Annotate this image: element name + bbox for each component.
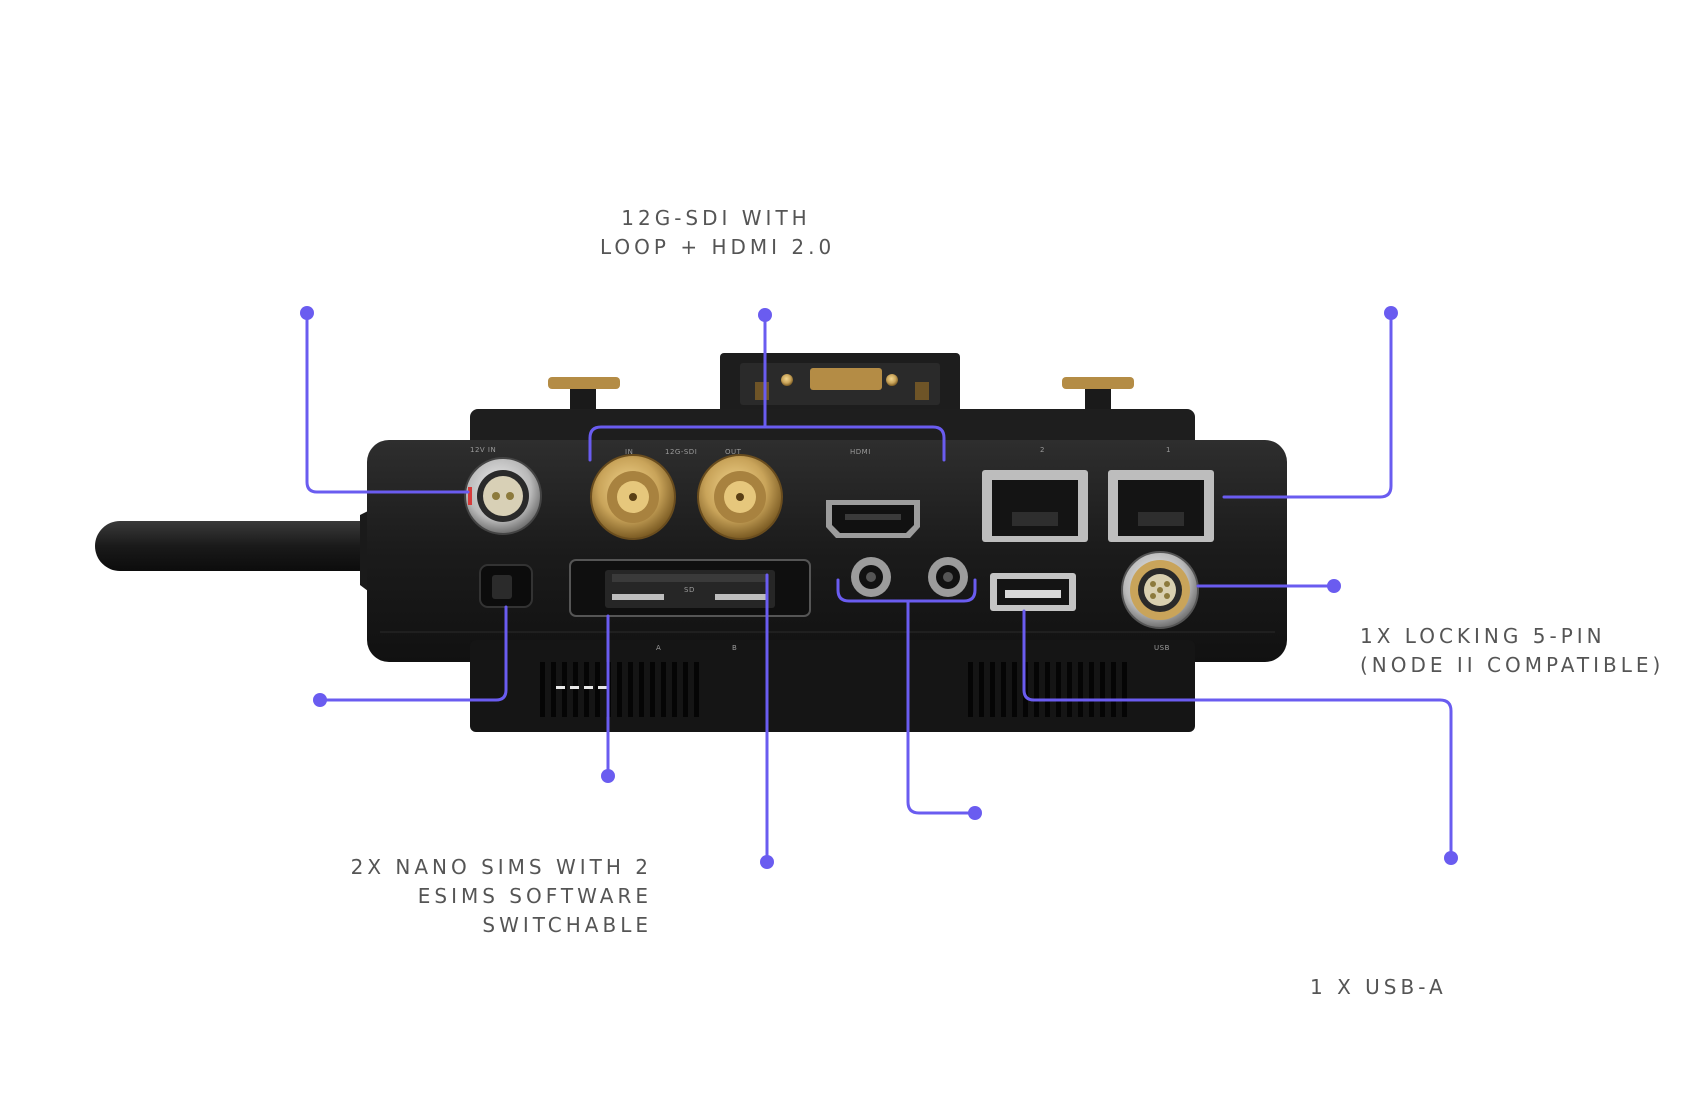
callout-sims-line2: ESIMS SOFTWARE xyxy=(417,884,652,908)
headphone-jack xyxy=(851,557,891,597)
callout-dot xyxy=(1327,579,1341,593)
antenna xyxy=(95,505,395,600)
callout-line-power-switch xyxy=(318,605,508,702)
power-switch xyxy=(479,564,533,608)
sdi-loop-marking: 12G-SDI xyxy=(665,448,697,456)
callout-dot xyxy=(313,693,327,707)
sim-a-marking: A xyxy=(656,644,661,652)
callout-dot xyxy=(758,308,772,322)
gold-knob xyxy=(1062,377,1134,409)
power-in-connector: 12V IN xyxy=(464,446,542,535)
sd-marking: SD xyxy=(684,586,695,594)
callout-sdi-hdmi-line2: LOOP + HDMI 2.0 xyxy=(600,235,836,259)
lan1-marking: 1 xyxy=(1166,446,1171,454)
ethernet-port-1: 1 xyxy=(1108,446,1214,542)
hdmi-marking: HDMI xyxy=(850,448,871,456)
callout-dots xyxy=(300,306,1458,869)
locking-5-pin-connector xyxy=(1121,551,1199,629)
callout-sims: 2X NANO SIMS WITH 2 ESIMS SOFTWARE SWITC… xyxy=(340,853,652,940)
sdi-out-marking: OUT xyxy=(725,448,742,456)
callout-line-power-in xyxy=(305,311,470,494)
usb-a-port: USB xyxy=(990,573,1170,652)
vent-right xyxy=(968,662,1127,717)
callout-bracket-sdi-hdmi xyxy=(588,425,946,462)
sdi-in-connector: IN xyxy=(590,448,676,540)
callout-usb-line1: 1 X USB-A xyxy=(1310,975,1447,999)
vent-leds xyxy=(556,686,607,689)
callout-sims-line1: 2X NANO SIMS WITH 2 xyxy=(350,855,652,879)
callout-dot xyxy=(601,769,615,783)
callout-sdi-hdmi-line1: 12G-SDI WITH xyxy=(621,206,811,230)
top-mount-plate xyxy=(720,353,960,413)
sim-b-marking: B xyxy=(732,644,737,652)
callout-line-audio xyxy=(906,599,977,815)
ethernet-port-2: 2 xyxy=(982,446,1088,542)
callout-sdi-hdmi: 12G-SDI WITH LOOP + HDMI 2.0 xyxy=(600,204,832,262)
hdmi-port: HDMI xyxy=(826,448,920,538)
callout-five-pin: 1X LOCKING 5-PIN (NODE II COMPATIBLE) xyxy=(1360,622,1664,680)
callout-five-pin-line1: 1X LOCKING 5-PIN xyxy=(1360,624,1606,648)
sim-sd-slot: SD A B xyxy=(569,559,811,652)
lan2-marking: 2 xyxy=(1040,446,1045,454)
callout-line-ethernet xyxy=(1222,311,1393,499)
vent-left xyxy=(540,662,699,717)
power-in-marking: 12V IN xyxy=(470,446,496,454)
callout-sims-line3: SWITCHABLE xyxy=(482,913,652,937)
gold-knob xyxy=(548,377,620,409)
callout-usb: 1 X USB-A xyxy=(1310,973,1447,1002)
callout-dot xyxy=(968,806,982,820)
sdi-in-marking: IN xyxy=(625,448,633,456)
mic-jack xyxy=(928,557,968,597)
callout-dot xyxy=(1444,851,1458,865)
usb-marking: USB xyxy=(1154,644,1170,652)
callout-lines xyxy=(305,311,1453,862)
callout-line-usb xyxy=(1022,609,1453,860)
sdi-out-connector: OUT xyxy=(697,448,783,540)
callout-dot xyxy=(1384,306,1398,320)
callout-dot xyxy=(300,306,314,320)
callout-five-pin-line2: (NODE II COMPATIBLE) xyxy=(1360,653,1665,677)
callout-dot xyxy=(760,855,774,869)
